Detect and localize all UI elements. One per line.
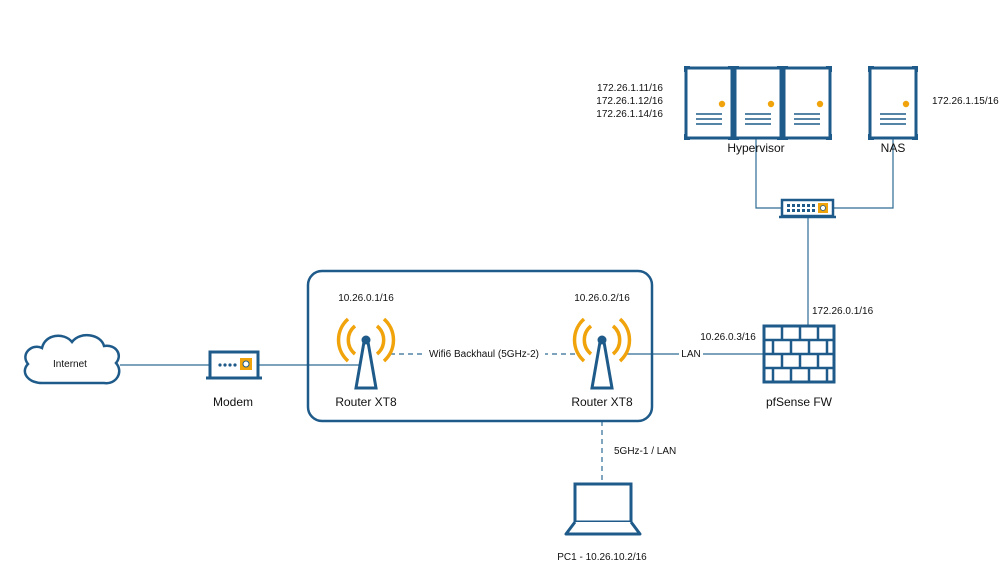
- pc1-label: PC1 - 10.26.10.2/16: [557, 552, 647, 563]
- server-icon: [731, 64, 785, 142]
- router2-label: Router XT8: [571, 395, 633, 409]
- link-switch-nas: [833, 138, 894, 209]
- lan-label-bg: [679, 346, 703, 360]
- router2-ip: 10.26.0.2/16: [574, 293, 630, 304]
- backhaul-label: Wifi6 Backhaul (5GHz-2): [429, 349, 539, 360]
- laptop-icon: [564, 482, 642, 536]
- internet-label: Internet: [53, 359, 87, 370]
- firewall-wan-ip: 172.26.0.1/16: [812, 306, 874, 317]
- nas-ip: 172.26.1.15/16: [932, 96, 999, 107]
- router1-label: Router XT8: [335, 395, 397, 409]
- switch-icon: [779, 198, 836, 219]
- modem-icon: [206, 350, 262, 380]
- wireless-router-icon: [336, 317, 396, 390]
- pc-link-label: 5GHz-1 / LAN: [614, 446, 676, 457]
- hypervisor-ip-2: 172.26.1.12/16: [596, 96, 663, 107]
- modem-label: Modem: [213, 395, 253, 409]
- hypervisor-ip-1: 172.26.1.11/16: [597, 83, 663, 94]
- server-icon: [682, 64, 736, 142]
- lan-label: LAN: [681, 349, 700, 360]
- router-group-box: [306, 269, 654, 423]
- firewall-lan-ip: 10.26.0.3/16: [700, 332, 756, 343]
- router1-ip: 10.26.0.1/16: [338, 293, 394, 304]
- firewall-icon: [762, 324, 836, 384]
- wireless-router-icon: [572, 317, 632, 390]
- server-icon: [866, 64, 920, 142]
- backhaul-label-bg: [423, 346, 545, 360]
- link-switch-hypervisor: [755, 138, 782, 209]
- server-icon: [780, 64, 834, 142]
- hypervisor-ip-3: 172.26.1.14/16: [596, 109, 663, 120]
- cloud-icon: [23, 334, 121, 385]
- firewall-label: pfSense FW: [766, 395, 833, 409]
- hypervisor-label: Hypervisor: [727, 141, 784, 155]
- connection-lines: [120, 138, 894, 484]
- nas-label: NAS: [881, 141, 906, 155]
